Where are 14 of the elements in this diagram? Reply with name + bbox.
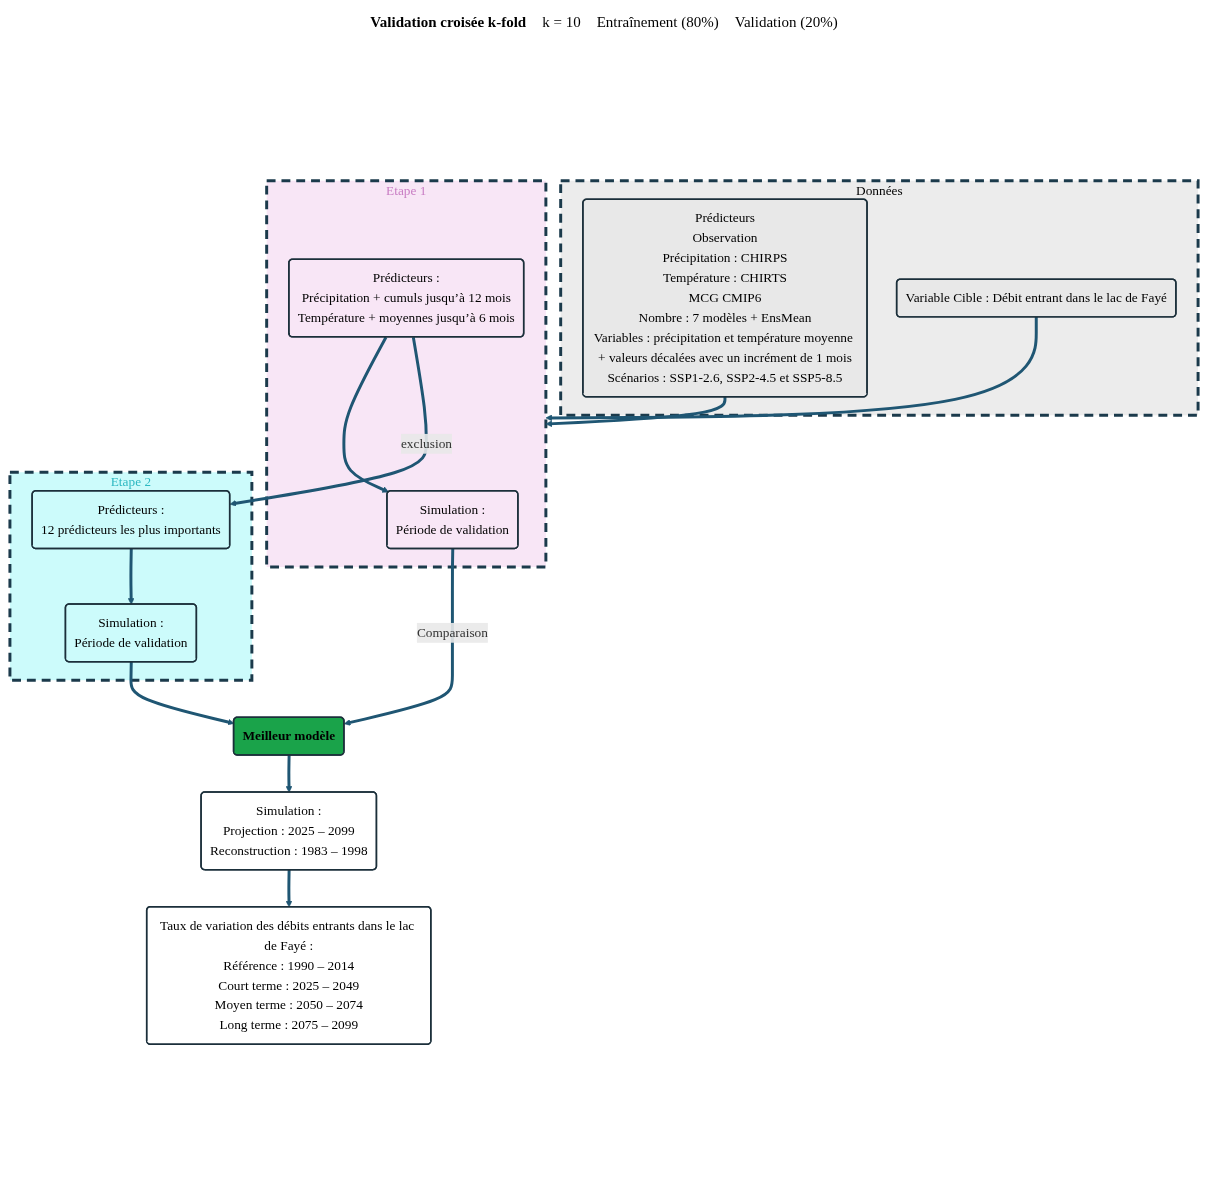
arrow [229, 337, 428, 507]
arrow [545, 396, 727, 427]
arrow [127, 548, 135, 605]
annotation-note: k = 10 [542, 14, 581, 31]
edge-label: exclusion [400, 436, 452, 451]
arrow [285, 869, 293, 908]
edge-label: Comparaison [416, 625, 488, 640]
arrow [344, 548, 455, 726]
arrow [545, 316, 1038, 422]
annotation-note: Validation (20%) [734, 14, 838, 31]
arrow [342, 336, 389, 493]
annotation-heading: Validation croisée k-fold [370, 14, 527, 31]
annotation-note: Entraînement (80%) [596, 14, 719, 31]
arrow [285, 755, 293, 793]
